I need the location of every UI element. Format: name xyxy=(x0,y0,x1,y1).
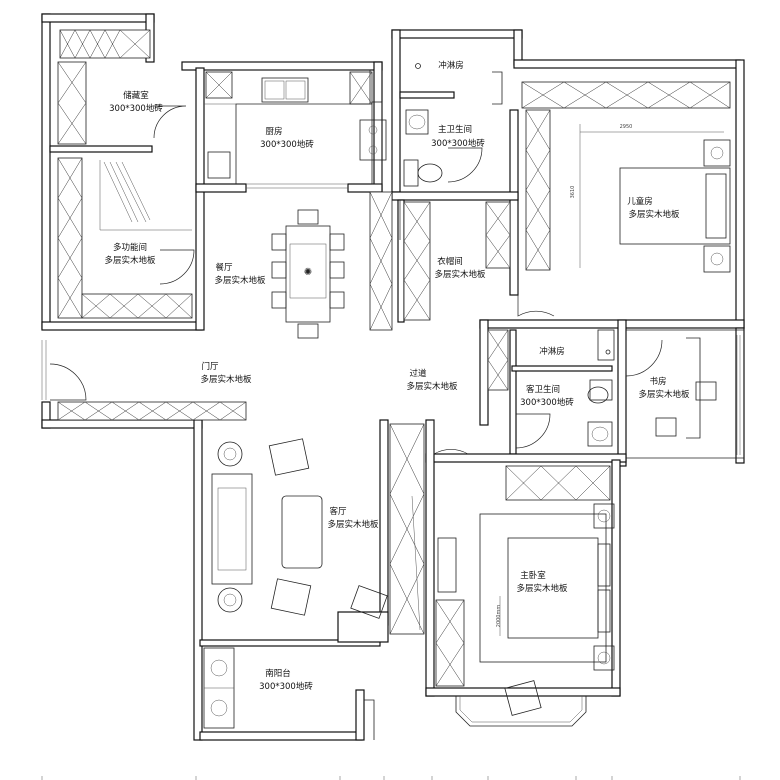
room-name: 冲淋房 xyxy=(539,346,565,357)
bath-fixtures xyxy=(403,63,615,447)
stove-icon xyxy=(359,119,387,161)
room-name: 儿童房 xyxy=(627,196,653,207)
room-name: 主卫生间 xyxy=(438,124,472,135)
closet-door-icon xyxy=(517,280,555,317)
room-floor: 多层实木地板 xyxy=(516,583,568,594)
room-name: 厨房 xyxy=(265,126,282,137)
svg-text:✺: ✺ xyxy=(304,267,312,278)
study-door-icon xyxy=(625,339,663,377)
room-floor: 多层实木地板 xyxy=(200,374,252,385)
washbasin-icon xyxy=(405,109,429,135)
room-floor: 多层实木地板 xyxy=(327,519,379,530)
dim-kids-depth: 3610 xyxy=(570,186,576,199)
bath-door-icon xyxy=(447,147,483,183)
shower-icon xyxy=(492,71,503,105)
balcony-appliances xyxy=(203,647,542,729)
toilet-icon xyxy=(403,159,419,187)
room-floor: 300*300地砖 xyxy=(431,138,485,149)
room-name: 餐厅 xyxy=(215,263,233,273)
room-floor: 300*300地砖 xyxy=(259,681,313,692)
room-name: 客卫生间 xyxy=(526,384,560,395)
room-name: 书房 xyxy=(649,376,666,387)
sofa-set-icon xyxy=(211,438,421,631)
room-floor: 300*300地砖 xyxy=(520,397,574,408)
room-name: 门厅 xyxy=(201,361,219,372)
room-name: 南阳台 xyxy=(265,668,291,679)
room-name: 衣帽间 xyxy=(437,256,463,267)
room-name: 储藏室 xyxy=(123,90,149,101)
dim-kids-width: 2950 xyxy=(620,124,633,130)
dining-table-icon: ✺ xyxy=(271,209,345,339)
wardrobes xyxy=(57,29,731,687)
kitchen-counters xyxy=(204,69,387,189)
room-floor: 多层实木地板 xyxy=(214,275,266,286)
kids-bed-icon xyxy=(579,124,731,273)
room-floor: 多层实木地板 xyxy=(104,255,156,266)
room-name: 冲淋房 xyxy=(438,60,464,71)
dim-master-bed: 2000mm xyxy=(496,605,502,628)
study-furniture xyxy=(655,337,717,439)
storage-door-icon xyxy=(153,105,187,139)
entry-door-icon xyxy=(49,363,87,401)
bay-windows xyxy=(41,329,744,740)
master-bed-icon xyxy=(437,503,615,671)
room-name: 主卧室 xyxy=(520,570,546,581)
room-floor: 多层实木地板 xyxy=(638,389,690,400)
room-name: 过道 xyxy=(409,368,427,379)
room-floor: 300*300地砖 xyxy=(109,103,163,114)
daybed-icon xyxy=(99,160,192,231)
room-labels: 储藏室 300*300地砖 厨房 300*300地砖 冲淋房 主卫生间 300*… xyxy=(104,60,690,692)
room-name: 多功能间 xyxy=(113,242,147,253)
multi-room-door-icon xyxy=(159,249,195,285)
fridge-icon xyxy=(207,151,231,179)
room-floor: 多层实木地板 xyxy=(406,381,458,392)
room-floor: 多层实木地板 xyxy=(434,269,486,280)
room-name: 客厅 xyxy=(329,506,347,517)
door-swings xyxy=(49,105,663,455)
kitchen-sink-icon xyxy=(261,77,309,103)
room-floor: 多层实木地板 xyxy=(628,209,680,220)
dimension-ticks xyxy=(41,776,741,780)
room-floor: 300*300地砖 xyxy=(260,139,314,150)
